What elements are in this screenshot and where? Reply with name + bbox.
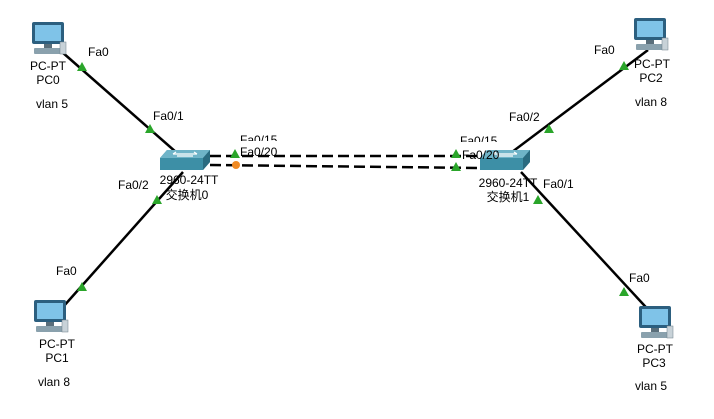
pc3-model-label: PC-PT xyxy=(637,342,673,356)
pc2-vlan-label: vlan 8 xyxy=(634,95,668,109)
pc1-icon[interactable] xyxy=(33,299,69,333)
sw1-fa0-1-label: Fa0/1 xyxy=(543,177,574,191)
pc3-port-label: Fa0 xyxy=(629,271,650,285)
link-up-indicator-pc0 xyxy=(77,62,87,71)
link-blocking-indicator-sw0-fa0-20 xyxy=(232,161,240,169)
sw0-name-label: 交换机0 xyxy=(165,188,209,202)
link-pc3-sw1[interactable] xyxy=(520,171,656,318)
sw1-fa0-2-label: Fa0/2 xyxy=(509,110,540,124)
link-up-indicator-sw0-fa0-2 xyxy=(152,195,162,204)
sw1-fa0-20-label: Fa0/20 xyxy=(462,148,500,162)
sw0-fa0-2-label: Fa0/2 xyxy=(118,178,149,192)
link-pc1-sw0[interactable] xyxy=(54,171,184,317)
pc2-icon[interactable] xyxy=(633,17,669,51)
pc2-port-label: Fa0 xyxy=(594,43,615,57)
link-up-indicator-sw1-fa0-20 xyxy=(451,162,461,171)
pc2-name-label: PC2 xyxy=(639,71,663,85)
switch0-icon[interactable] xyxy=(159,149,211,171)
sw0-fa0-20-label: Fa0/20 xyxy=(240,145,278,159)
sw0-fa0-1-label: Fa0/1 xyxy=(153,109,184,123)
pc1-model-label: PC-PT xyxy=(39,337,75,351)
link-up-indicator-sw0-fa0-1 xyxy=(145,124,155,133)
pc3-name-label: PC3 xyxy=(642,356,666,370)
link-up-indicator-pc3 xyxy=(619,287,629,296)
link-up-indicator-pc1 xyxy=(77,282,87,291)
link-up-indicator-pc2 xyxy=(619,61,629,70)
link-pc2-sw1[interactable] xyxy=(507,49,649,156)
sw1-model-label: 2960-24TT xyxy=(478,176,538,190)
pc0-name-label: PC0 xyxy=(36,73,60,87)
sw1-name-label: 交换机1 xyxy=(486,190,530,204)
sw0-model-label: 2960-24TT xyxy=(159,173,219,187)
pc0-icon[interactable] xyxy=(31,21,67,55)
pc1-vlan-label: vlan 8 xyxy=(37,375,71,389)
pc3-vlan-label: vlan 5 xyxy=(634,379,668,393)
pc0-vlan-label: vlan 5 xyxy=(35,97,69,111)
pc0-port-label: Fa0 xyxy=(88,45,109,59)
sw0-fa0-15-label: Fa0/15 xyxy=(240,134,278,141)
pc3-icon[interactable] xyxy=(638,305,674,339)
link-up-indicator-sw0-fa0-15 xyxy=(230,149,240,158)
pc1-port-label: Fa0 xyxy=(56,264,77,278)
sw1-fa0-15-label: Fa0/15 xyxy=(460,135,498,142)
pc1-name-label: PC1 xyxy=(45,351,69,365)
pc0-model-label: PC-PT xyxy=(30,59,66,73)
link-up-indicator-sw1-fa0-1 xyxy=(533,195,543,204)
link-up-indicator-sw1-fa0-15 xyxy=(451,149,461,158)
trunk-link-fa0-20[interactable] xyxy=(209,163,481,170)
link-up-indicator-sw1-fa0-2 xyxy=(544,124,554,133)
pc2-model-label: PC-PT xyxy=(634,57,670,71)
